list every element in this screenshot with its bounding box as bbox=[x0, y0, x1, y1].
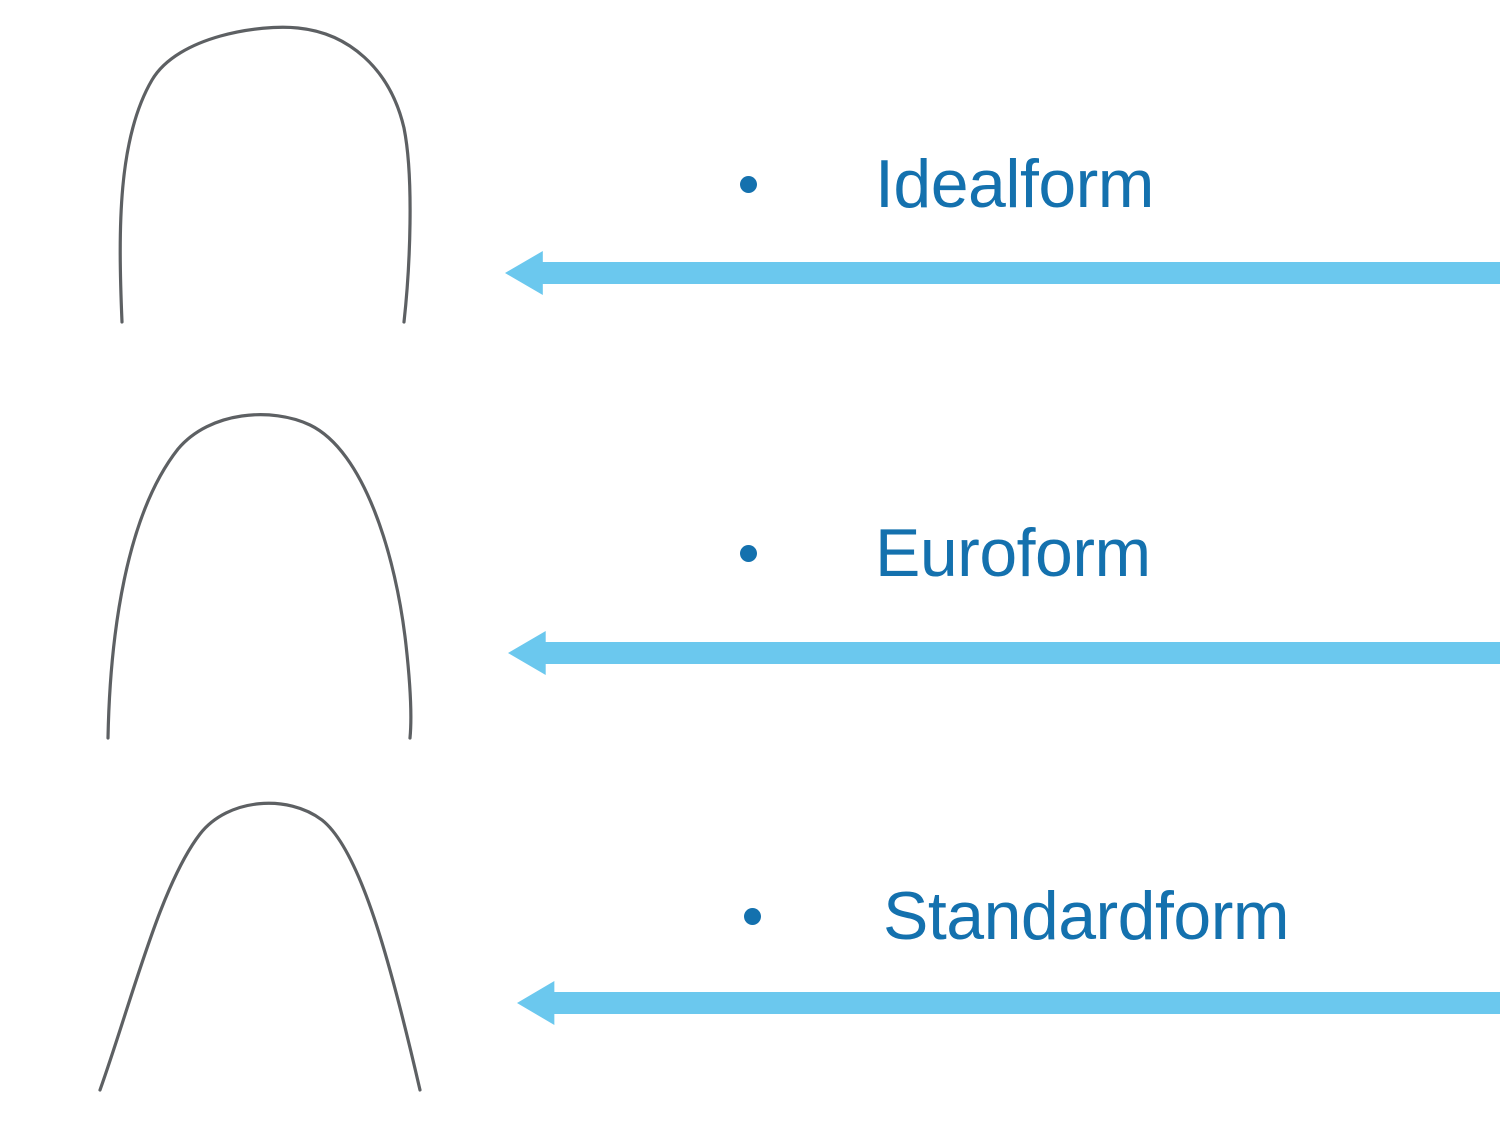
bullet-dot-icon bbox=[740, 544, 757, 562]
left-arrow-idealform bbox=[505, 243, 1500, 303]
bullet-dot-icon bbox=[740, 175, 757, 193]
left-arrow-icon bbox=[517, 981, 1500, 1025]
left-arrow-euroform bbox=[508, 623, 1500, 683]
list-item-label: Idealform bbox=[875, 146, 1154, 222]
list-item-standardform[interactable]: Standardform bbox=[744, 882, 1289, 950]
left-arrow-icon bbox=[505, 251, 1500, 295]
arch-figure-standardform bbox=[60, 790, 480, 1100]
dental-arch-euroform-icon bbox=[106, 413, 413, 740]
left-arrow-icon bbox=[508, 631, 1500, 675]
left-arrow-standardform bbox=[517, 973, 1500, 1033]
list-item-euroform[interactable]: Euroform bbox=[740, 519, 1151, 587]
arch-figure-euroform bbox=[60, 405, 480, 750]
list-item-label: Standardform bbox=[883, 878, 1289, 954]
arch-figure-idealform bbox=[60, 18, 480, 338]
dental-arch-standardform-icon bbox=[98, 801, 422, 1092]
list-item-idealform[interactable]: Idealform bbox=[740, 150, 1154, 218]
list-item-label: Euroform bbox=[875, 515, 1151, 591]
dental-arch-idealform-icon bbox=[118, 25, 412, 324]
bullet-dot-icon bbox=[744, 907, 761, 925]
